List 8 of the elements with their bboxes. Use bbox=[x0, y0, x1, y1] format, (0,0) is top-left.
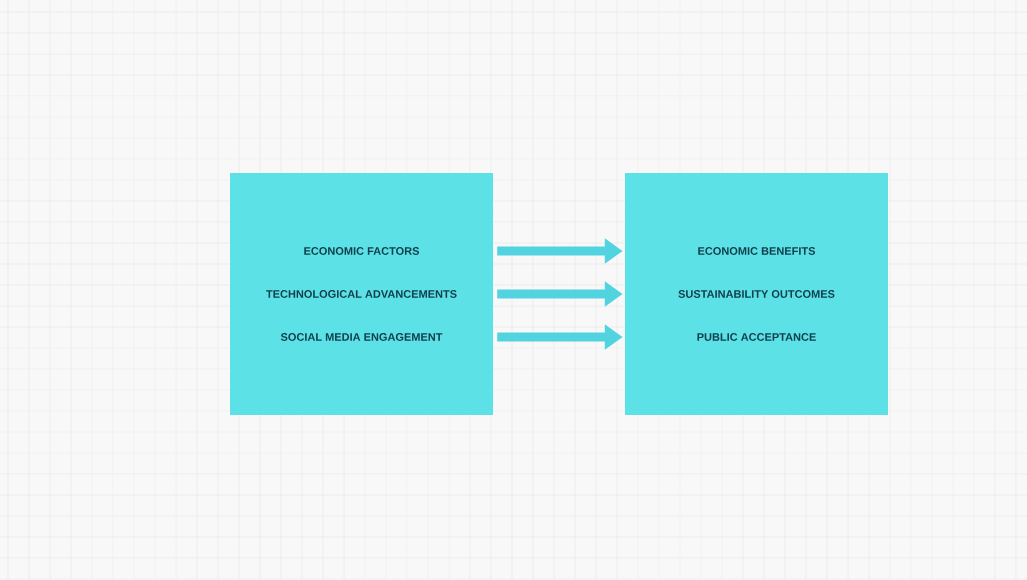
item-text: TECHNOLOGICAL ADVANCEMENTS bbox=[266, 290, 457, 298]
text-box bbox=[230, 173, 493, 415]
item-text: ECONOMIC FACTORS bbox=[304, 247, 420, 255]
item-text: SOCIAL MEDIA ENGAGEMENT bbox=[280, 333, 443, 341]
item-text: SUSTAINABILITY OUTCOMES bbox=[678, 290, 835, 298]
item-text: ECONOMIC BENEFITS bbox=[698, 247, 816, 255]
item-text: PUBLIC ACCEPTANCE bbox=[697, 333, 816, 341]
text-box bbox=[625, 173, 888, 415]
